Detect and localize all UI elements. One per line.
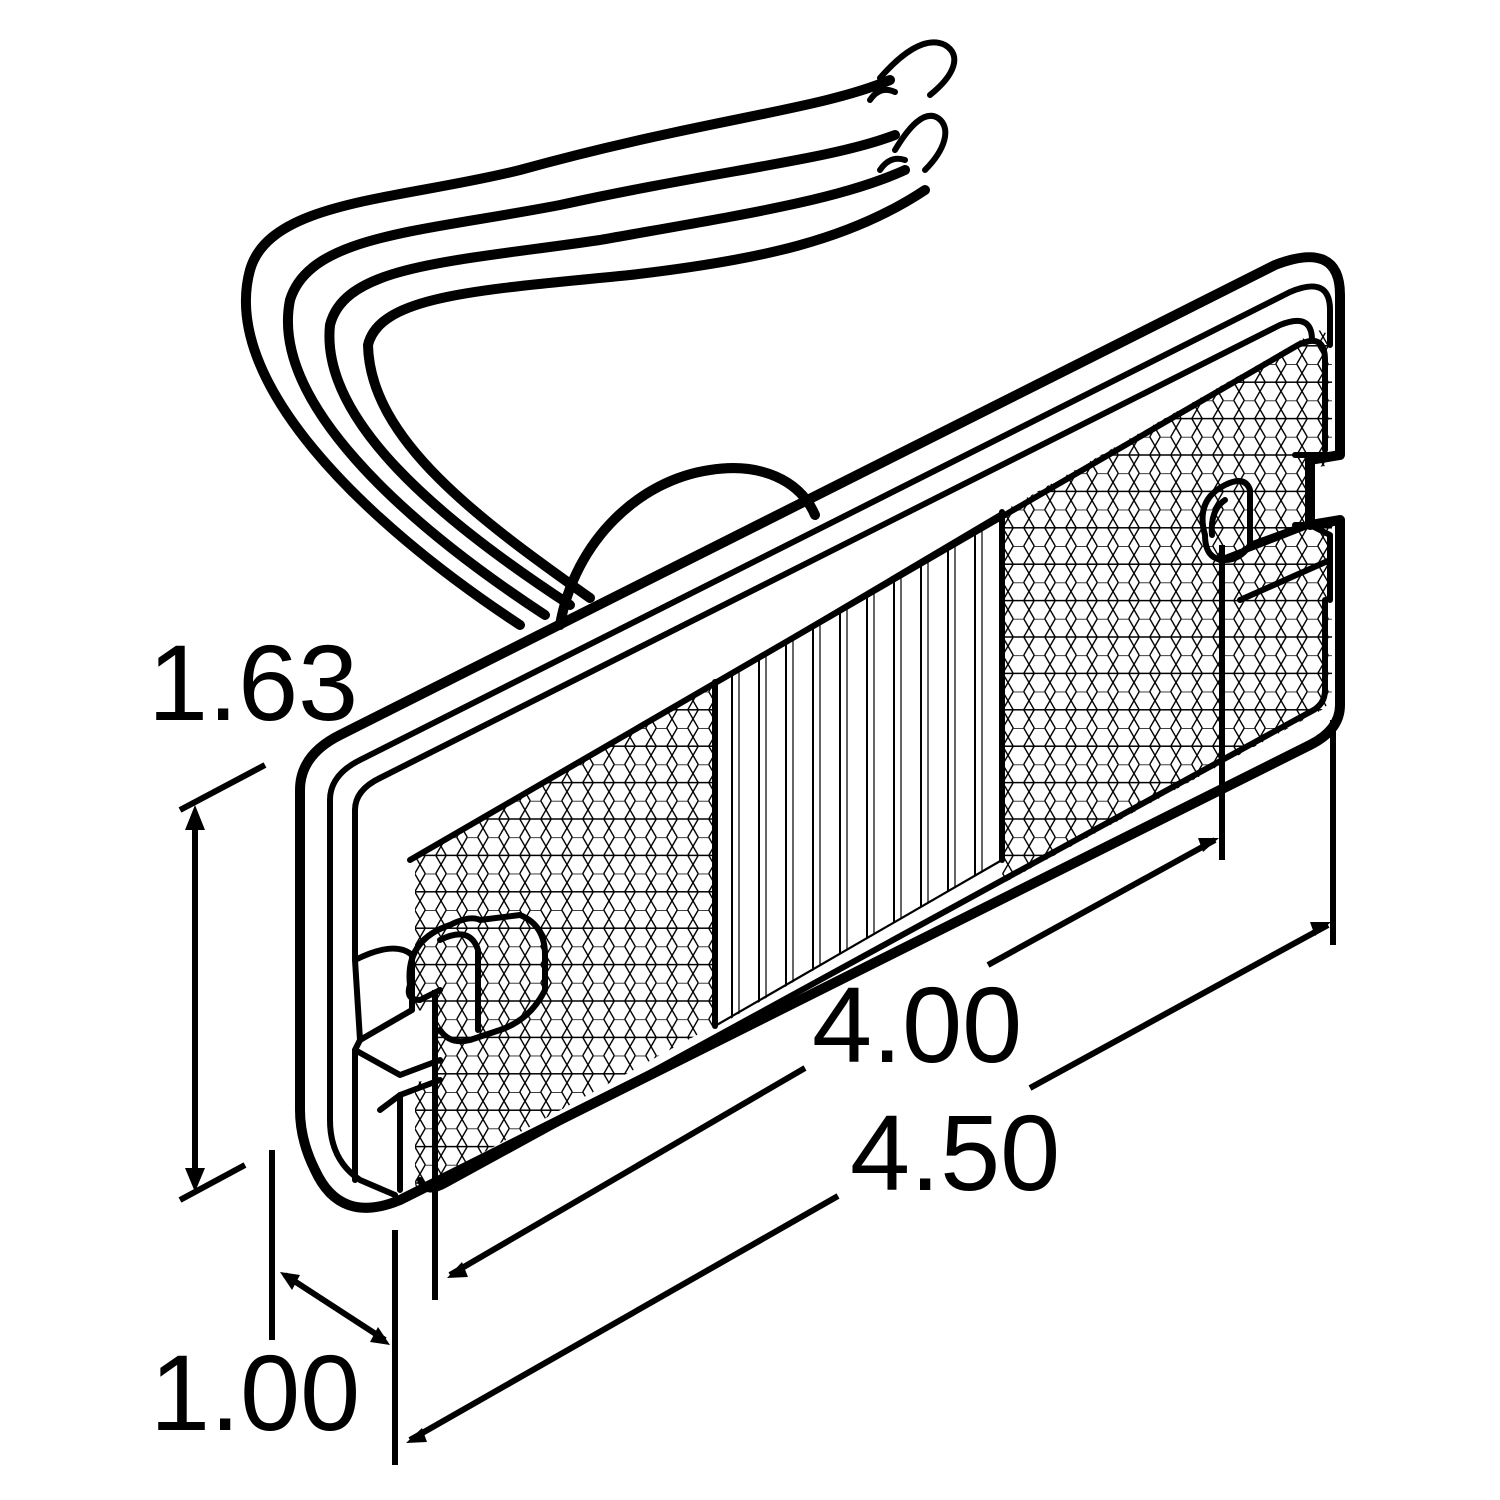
dimension-height-label: 1.63 — [148, 622, 358, 743]
mounting-slot-left — [405, 912, 548, 1045]
dimension-hole-spacing-label: 4.00 — [812, 964, 1022, 1085]
dimension-depth-label: 1.00 — [150, 1332, 360, 1453]
wire-harness — [240, 39, 958, 630]
dimension-lines — [178, 545, 1336, 1465]
mounting-slot-right — [1199, 478, 1308, 563]
dimension-overall-length-label: 4.50 — [850, 1092, 1060, 1213]
rear-boss — [555, 463, 820, 630]
